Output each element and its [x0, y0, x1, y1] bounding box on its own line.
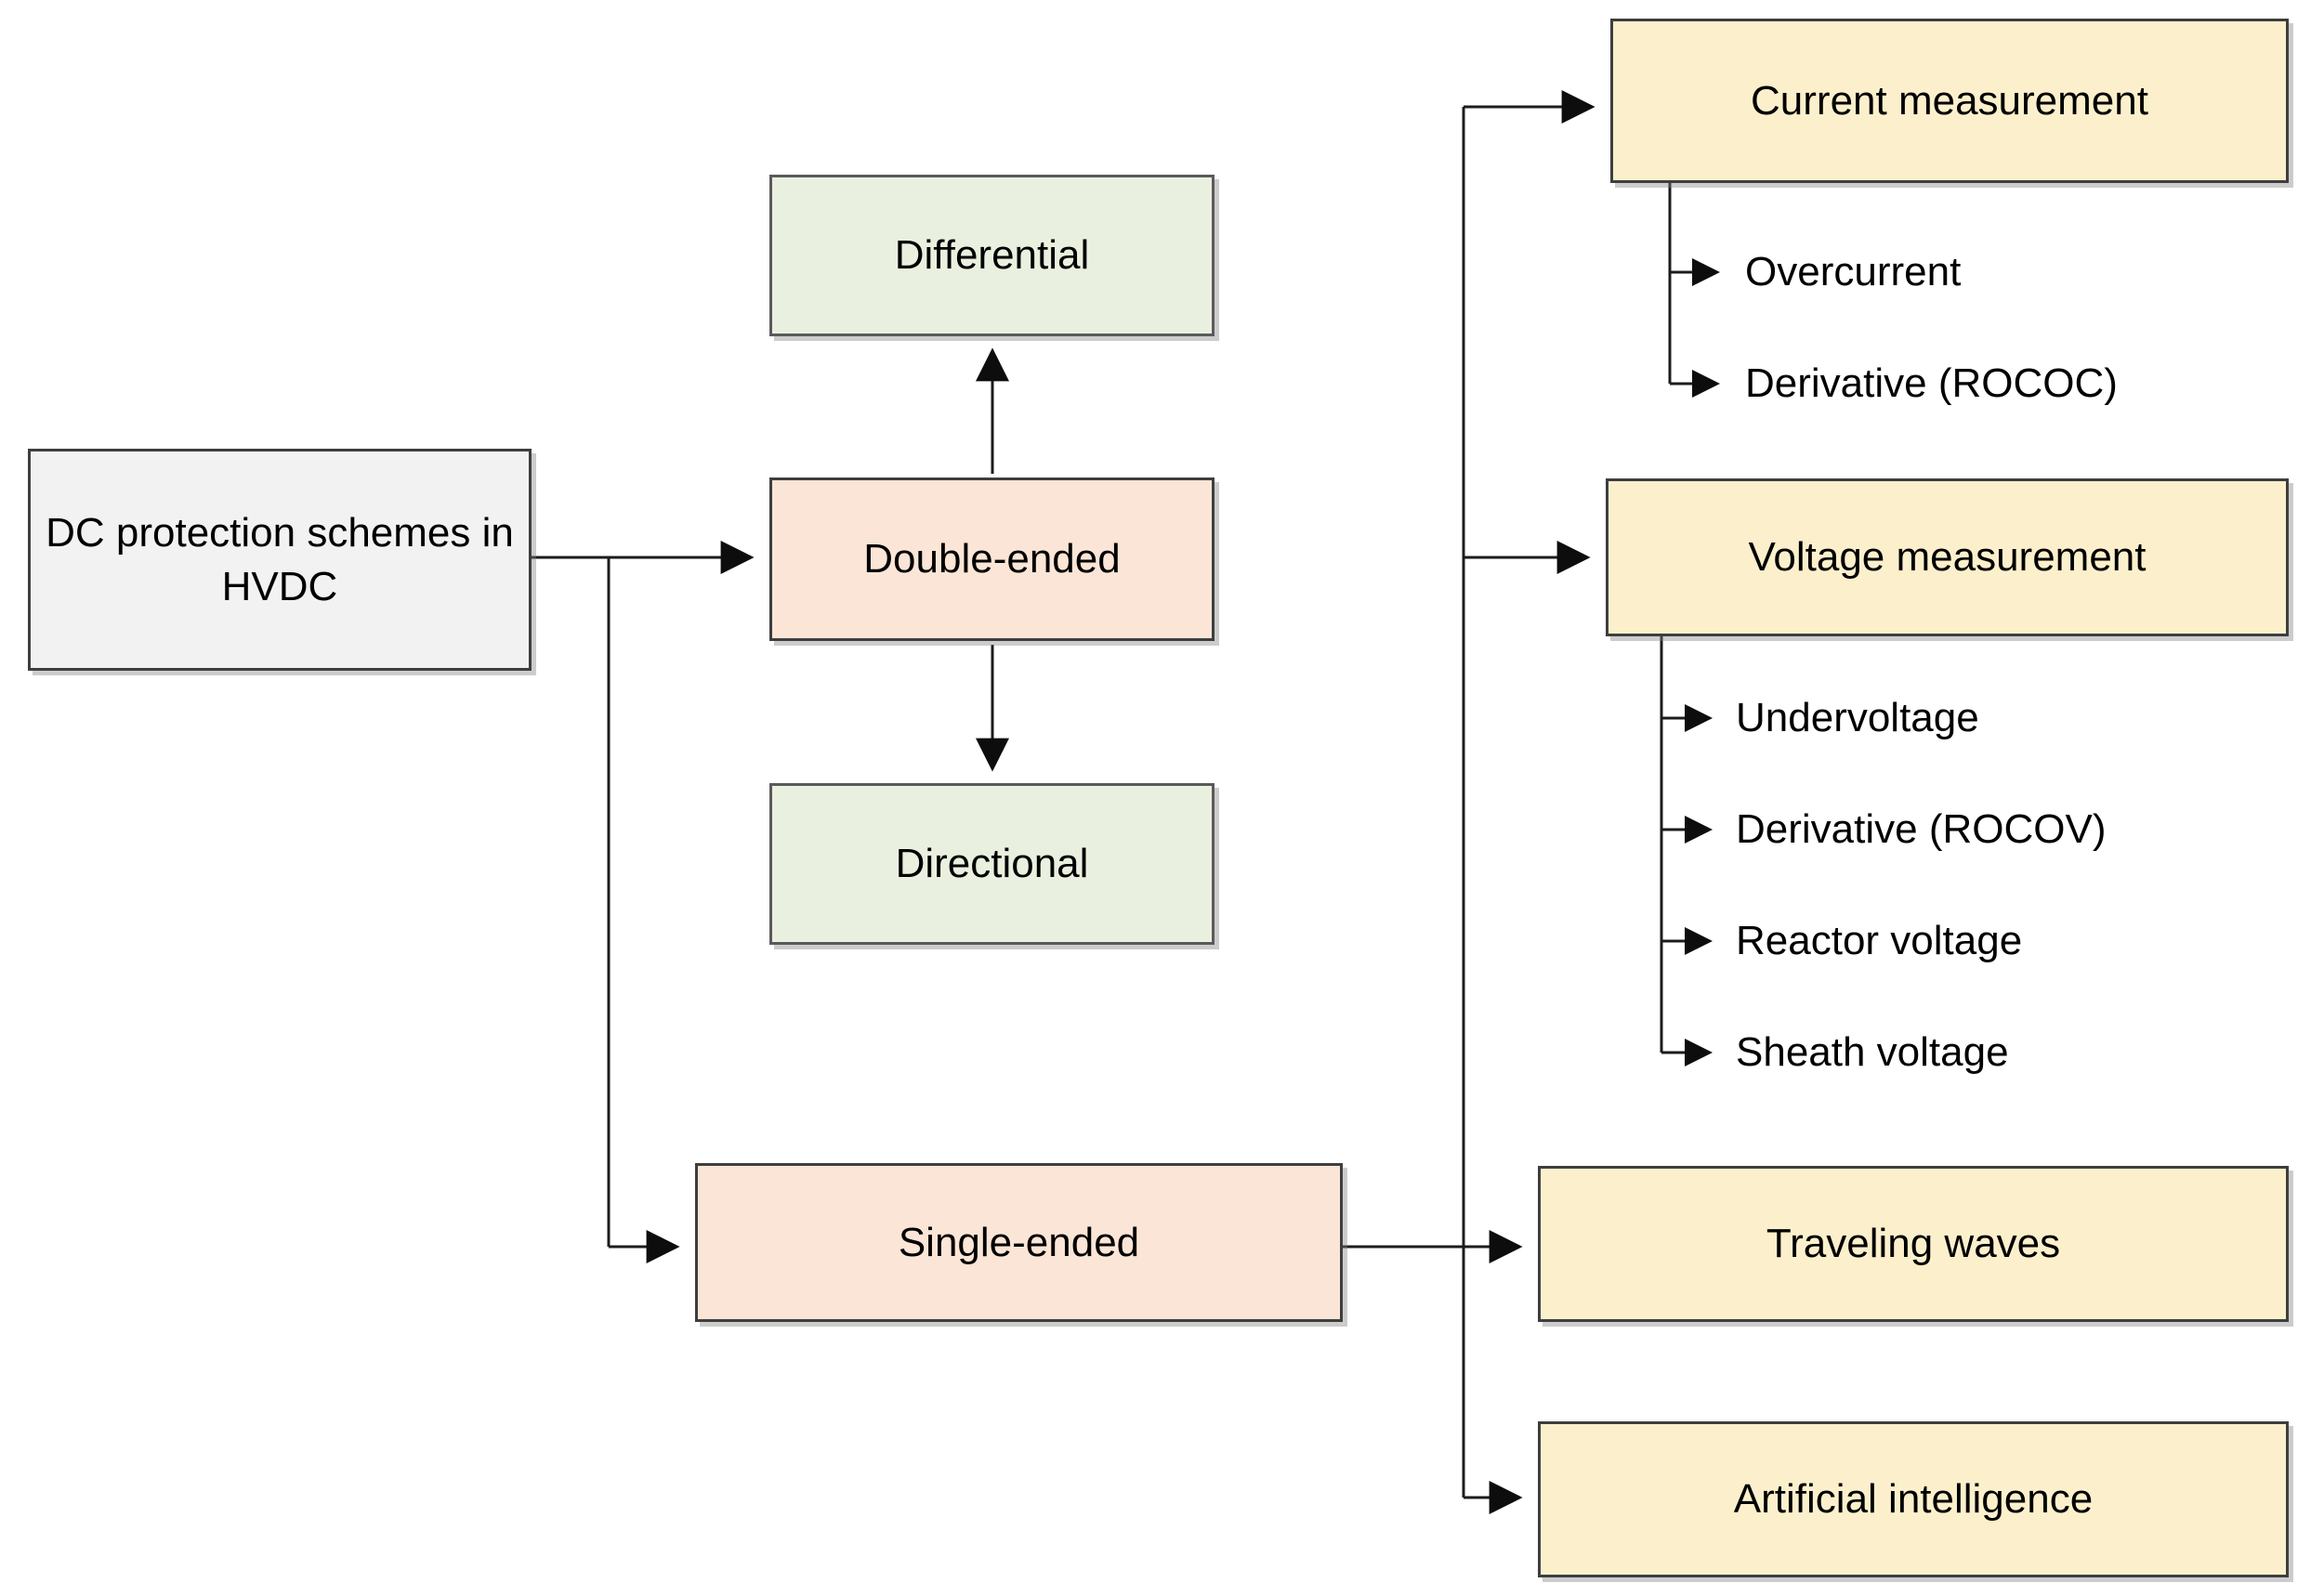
node-differential: Differential	[769, 175, 1215, 336]
leaf-undervoltage: Undervoltage	[1736, 695, 1979, 740]
node-artificial-intelligence: Artificial intelligence	[1538, 1421, 2289, 1577]
node-directional: Directional	[769, 783, 1215, 945]
node-voltage-measurement: Voltage measurement	[1606, 478, 2289, 636]
leaf-derivative-rocov: Derivative (ROCOV)	[1736, 806, 2107, 852]
node-double-ended: Double-ended	[769, 477, 1215, 641]
leaf-overcurrent: Overcurrent	[1745, 249, 1962, 294]
leaf-sheath-voltage: Sheath voltage	[1736, 1029, 2009, 1075]
node-traveling-waves: Traveling waves	[1538, 1166, 2289, 1322]
node-single-ended: Single-ended	[695, 1163, 1343, 1322]
node-current-measurement: Current measurement	[1610, 19, 2289, 183]
leaf-reactor-voltage: Reactor voltage	[1736, 918, 2023, 963]
leaf-derivative-rococ: Derivative (ROCOC)	[1745, 360, 2118, 406]
node-root: DC protection schemes in HVDC	[28, 449, 532, 671]
